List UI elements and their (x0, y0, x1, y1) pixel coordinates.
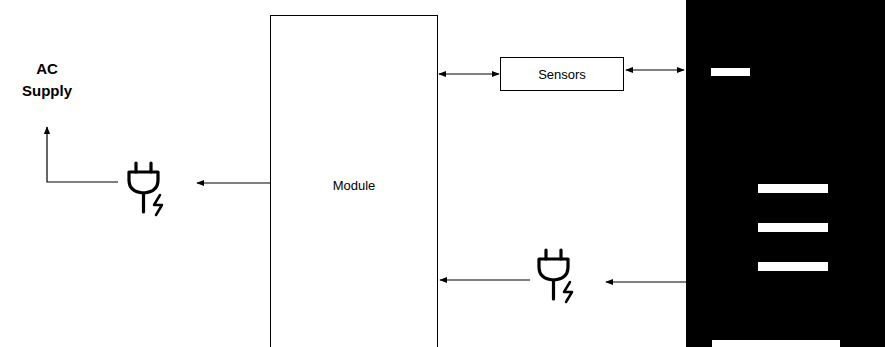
signal-connector (439, 73, 499, 74)
power-wire (440, 279, 530, 280)
sensor-box: Sensors (500, 57, 624, 91)
module-box: Module (270, 15, 438, 347)
node-label: Sensors (538, 67, 586, 82)
supply-label: AC Supply (17, 58, 77, 102)
supply-wire (47, 127, 118, 182)
device-illustration (686, 0, 885, 347)
plug-symbol (129, 163, 162, 215)
node-label: Module (333, 178, 376, 193)
signal-wire (626, 69, 684, 70)
power-wire (606, 281, 686, 282)
power-wire (197, 182, 270, 183)
plug-symbol (539, 250, 572, 302)
